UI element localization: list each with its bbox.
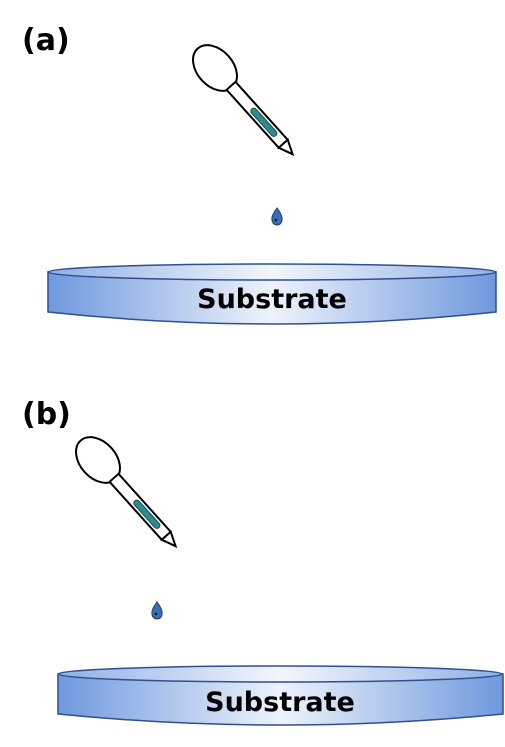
panel-b: (b) Substrate — [22, 397, 504, 726]
dropper-icon — [75, 436, 178, 549]
droplet-icon — [151, 601, 163, 620]
substrate-a: Substrate — [47, 263, 497, 325]
panel-a-label: (a) — [22, 23, 70, 58]
panel-b-label: (b) — [22, 397, 71, 432]
dropper-icon — [192, 44, 295, 157]
substrate-b-label: Substrate — [205, 687, 355, 718]
panel-a: (a) Substrate — [22, 23, 497, 325]
substrate-a-label: Substrate — [197, 284, 347, 315]
droplet-icon — [271, 207, 283, 226]
substrate-b: Substrate — [57, 665, 504, 726]
